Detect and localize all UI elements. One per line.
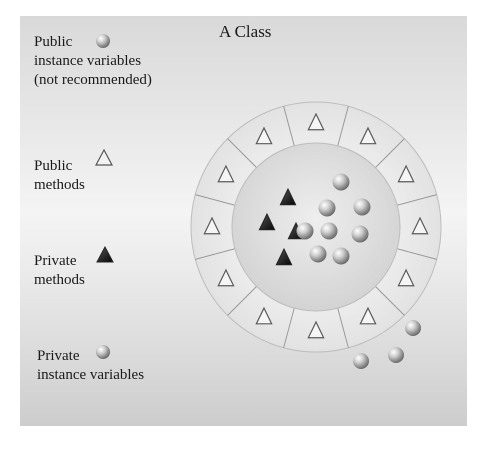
legend-private-methods: Private methods <box>34 253 85 288</box>
ring-divider <box>283 106 295 146</box>
ring-divider <box>227 138 257 168</box>
public-method-icon <box>359 126 377 145</box>
public-method-icon <box>217 268 235 287</box>
public-method-icon <box>307 320 325 339</box>
private-variable-icon <box>296 222 314 240</box>
public-method-icon <box>217 164 235 183</box>
private-method-icon <box>275 247 293 266</box>
ring-divider <box>397 248 437 260</box>
ring-divider <box>375 286 405 316</box>
private-variable-icon <box>353 198 371 216</box>
ring-divider <box>195 194 235 206</box>
legend-private-instance-variables: Private instance variables <box>37 348 145 383</box>
public-variable-legend-icon <box>96 34 110 48</box>
ring-divider <box>397 194 437 206</box>
private-variable-legend-icon <box>96 345 110 359</box>
public-method-icon <box>397 268 415 287</box>
ring-divider <box>227 286 257 316</box>
public-method-icon <box>203 216 221 235</box>
public-variable-icon <box>388 347 404 363</box>
legend-public-methods: Public methods <box>34 158 85 193</box>
private-variable-icon <box>318 199 336 217</box>
private-variable-icon <box>309 245 327 263</box>
private-variable-icon <box>332 173 350 191</box>
class-ring <box>190 101 442 353</box>
private-method-icon <box>279 187 297 206</box>
legend-public-instance-variables: Public instance variables (not recommend… <box>34 34 152 88</box>
public-method-icon <box>411 216 429 235</box>
private-variable-icon <box>320 222 338 240</box>
private-method-legend-icon <box>96 245 114 263</box>
public-variable-icon <box>353 353 369 369</box>
public-method-icon <box>255 306 273 325</box>
private-variable-icon <box>332 247 350 265</box>
public-variable-icon <box>405 320 421 336</box>
public-method-icon <box>255 126 273 145</box>
public-method-icon <box>359 306 377 325</box>
private-method-icon <box>258 212 276 231</box>
public-method-icon <box>307 112 325 131</box>
ring-divider <box>375 138 405 168</box>
ring-divider <box>337 106 349 146</box>
public-method-icon <box>397 164 415 183</box>
ring-divider <box>283 308 295 348</box>
diagram-title: A Class <box>219 22 272 41</box>
ring-divider <box>195 248 235 260</box>
private-variable-icon <box>351 225 369 243</box>
ring-divider <box>337 308 349 348</box>
public-method-legend-icon <box>95 148 113 166</box>
